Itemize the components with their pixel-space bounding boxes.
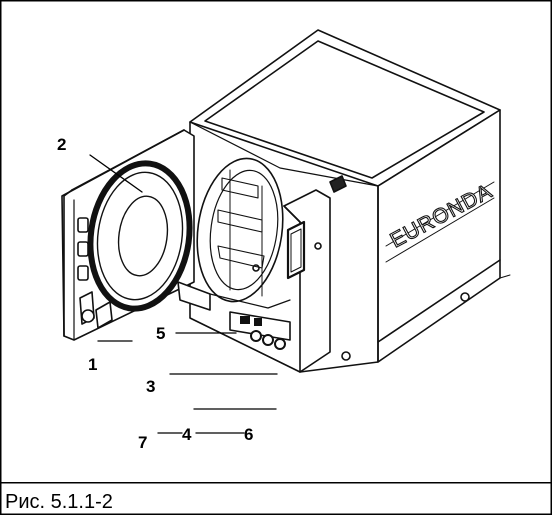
callout-3: 3 [146,377,155,396]
caption-border [0,482,552,515]
control-knob [314,242,322,250]
chamber-opening [196,157,284,303]
callout-6: 6 [244,425,253,444]
display-screen [286,220,306,280]
callout-4: 4 [182,425,192,444]
door-center-plate [117,195,169,277]
callout-5: 5 [156,324,165,343]
callout-2: 2 [57,135,66,154]
tray-rack [221,177,259,199]
callout-7: 7 [138,433,147,452]
lid-latch [329,175,347,193]
port-connector [250,330,262,342]
figure-caption: Рис. 5.1.1-2 [5,491,113,513]
leader-line-2 [89,154,143,193]
callout-1: 1 [88,355,97,374]
control-column [283,189,331,373]
top-panel-inset [204,40,485,179]
door-gasket [87,160,193,312]
foot [460,292,470,302]
